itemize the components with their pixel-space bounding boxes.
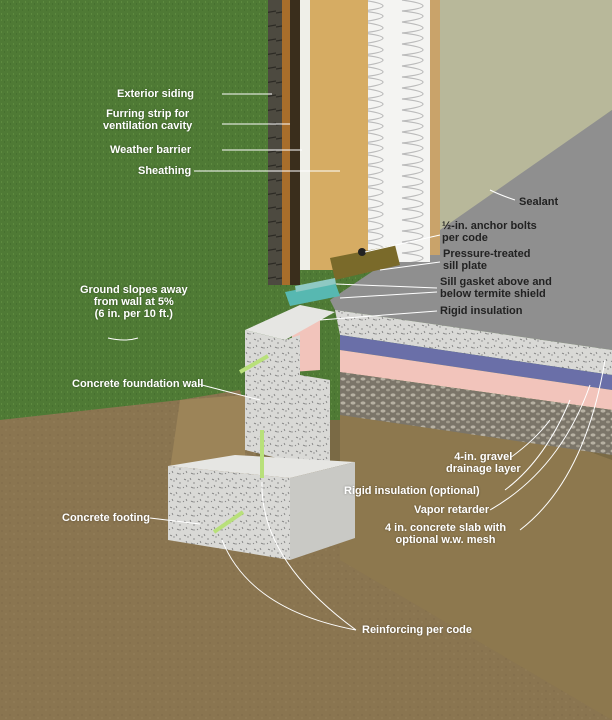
sill-gasket [295, 278, 336, 292]
termite-shield [285, 282, 340, 306]
foundation-wall-side [285, 335, 330, 465]
vapor-retarder-layer [340, 335, 612, 390]
label-sill-plate: Pressure-treated sill plate [443, 248, 530, 272]
label-concrete-slab-line1: 4 in. concrete slab with [385, 522, 507, 534]
footing-front [168, 466, 290, 560]
label-ground-slopes-line2: from wall at 5% [93, 296, 174, 308]
label-sheathing: Sheathing [138, 165, 192, 177]
label-sill-gasket-line2: below termite shield [440, 288, 546, 300]
weather-barrier-strip [300, 0, 310, 270]
label-sealant: Sealant [519, 196, 559, 208]
label-concrete-slab: 4 in. concrete slab with optional w.w. m… [385, 522, 506, 546]
wall-stud [430, 0, 440, 255]
concrete-slab-edge [335, 310, 612, 375]
rigid-insulation-slab [340, 350, 612, 410]
label-sill-gasket: Sill gasket above and below termite shie… [440, 276, 552, 300]
soil-bank-face [170, 395, 245, 470]
foundation-wall-top [245, 305, 335, 340]
label-gravel: 4-in. gravel drainage layer [446, 451, 521, 475]
label-concrete-footing: Concrete footing [62, 512, 150, 524]
label-ground-slopes-line3: (6 in. per 10 ft.) [94, 308, 173, 320]
batt-insulation [368, 0, 430, 262]
interior-wall [440, 0, 612, 230]
label-vapor-retarder: Vapor retarder [414, 504, 490, 516]
label-furring-strip-line2: ventilation cavity [103, 120, 193, 132]
label-sill-plate-line2: sill plate [443, 260, 488, 272]
ventilation-cavity [290, 0, 300, 285]
foundation-wall-front [245, 330, 285, 460]
label-foundation-wall: Concrete foundation wall [72, 378, 204, 390]
rebar-wall-horizontal [239, 354, 269, 374]
exterior-siding [268, 0, 282, 285]
anchor-bolt [358, 248, 366, 256]
label-ground-slopes: Ground slopes away from wall at 5% (6 in… [80, 284, 188, 320]
label-sill-gasket-line1: Sill gasket above and [440, 276, 552, 288]
label-rigid-insulation-optional: Rigid insulation (optional) [344, 485, 480, 497]
furring-strip [282, 0, 290, 285]
label-furring-strip-line1: Furring strip for [106, 108, 190, 120]
slab-top-surface [330, 110, 612, 350]
leader-lines [107, 93, 606, 631]
label-exterior-siding: Exterior siding [117, 88, 195, 100]
soil-bank-right [340, 360, 612, 720]
label-ground-slopes-line1: Ground slopes away [80, 284, 188, 296]
label-anchor-bolts: ½-in. anchor bolts per code [442, 220, 537, 244]
gravel-layer [340, 372, 612, 455]
label-gravel-line2: drainage layer [446, 463, 521, 475]
label-anchor-bolts-line1: ½-in. anchor bolts [442, 220, 537, 232]
rebar-footing [212, 510, 245, 534]
label-concrete-slab-line2: optional w.w. mesh [395, 534, 496, 546]
label-weather-barrier: Weather barrier [110, 144, 192, 156]
label-gravel-line1: 4-in. gravel [454, 451, 513, 463]
label-furring-strip: Furring strip for ventilation cavity [103, 108, 192, 132]
sheathing-panel [310, 0, 368, 270]
label-sill-plate-line1: Pressure-treated [443, 248, 531, 260]
label-anchor-bolts-line2: per code [442, 232, 488, 244]
label-reinforcing: Reinforcing per code [362, 624, 473, 636]
sill-plate [330, 245, 400, 280]
label-rigid-insulation: Rigid insulation [440, 305, 523, 317]
footing-side [290, 462, 355, 560]
